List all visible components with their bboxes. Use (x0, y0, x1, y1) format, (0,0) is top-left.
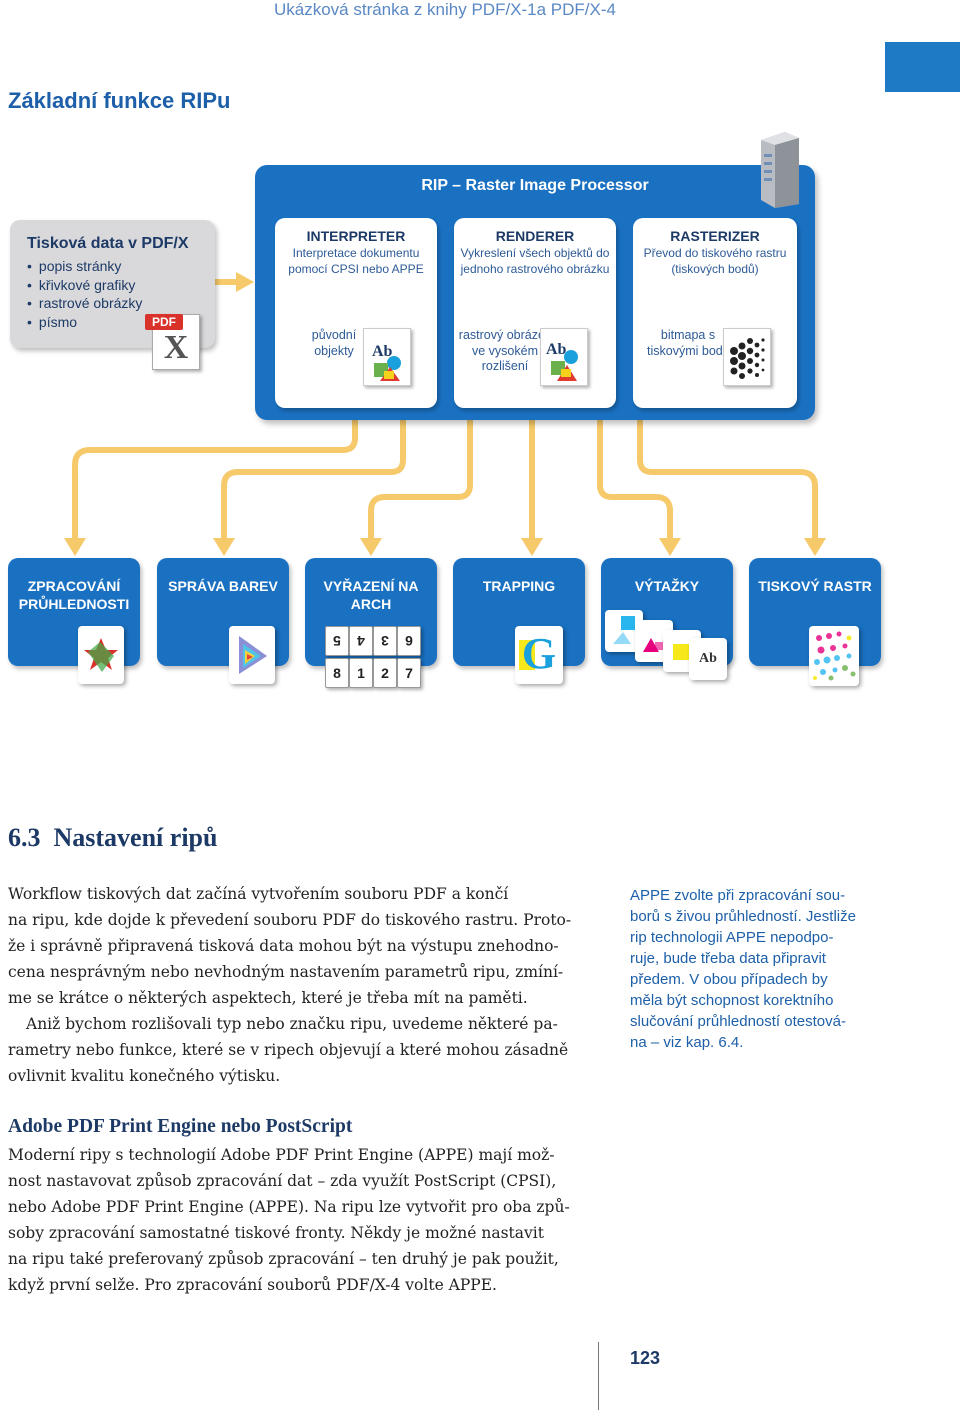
pdf-x-letter: X (163, 329, 189, 366)
tile-transparency: ZPRACOVÁNÍ PRŮHLEDNOSTI (8, 558, 140, 684)
imposition-page: 4 (349, 626, 373, 656)
text-line: ruje, bude třeba data připravit (630, 950, 826, 967)
module-title: RASTERIZER (670, 228, 760, 244)
pdf-badge: PDF (145, 314, 183, 330)
interpreter-module: INTERPRETER Interpretace dokumentu pomoc… (275, 218, 437, 408)
input-item: rastrové obrázky (27, 294, 142, 313)
section-title: Základní funkce RIPu (8, 88, 231, 113)
tile-color-management: SPRÁVA BAREV (157, 558, 289, 684)
text-line: borů s živou průhledností. Jestliže (630, 908, 856, 925)
text-line: rametry nebo funkce, které se v ripech o… (8, 1041, 569, 1059)
text-line: Workflow tiskových dat začíná vytvořením… (8, 885, 509, 903)
text-line: na ripu, kde dojde k převedení souboru P… (8, 911, 572, 929)
text-line: že i správně připravená tisková data moh… (8, 937, 559, 955)
tile-imposition: VYŘAZENÍ NA ARCH 5 4 3 6 8 1 2 7 (305, 558, 437, 688)
vector-objects-icon: Ab (363, 328, 411, 386)
connector-arrows (64, 272, 826, 556)
tile-label: VYŘAZENÍ NA ARCH (323, 578, 419, 612)
imposition-page: 7 (397, 658, 421, 688)
module-description: Interpretace dokumentu pomocí CPSI nebo … (288, 246, 424, 276)
text-line: ovlivnit kvalitu konečného výtisku. (8, 1067, 281, 1085)
imposition-page: 5 (325, 626, 349, 656)
input-title: Tisková data v PDF/X (27, 235, 189, 252)
module-title: INTERPRETER (306, 228, 406, 244)
text-line: me se krátce o některých aspektech, kter… (8, 989, 528, 1007)
screening-icon (809, 626, 859, 686)
tile-label: TISKOVÝ RASTR (758, 578, 872, 594)
text-line: Aniž bychom rozlišovali typ nebo značku … (26, 1015, 558, 1033)
module-description: Vykreslení všech objektů do jednoho rast… (460, 246, 610, 276)
subsection-heading: Adobe PDF Print Engine nebo PostScript (8, 1116, 353, 1137)
text-line: rip technologii APPE nepodpo- (630, 929, 834, 946)
tile-trapping: TRAPPING G (453, 558, 585, 684)
module-label: původní objekty (311, 328, 357, 358)
text-line: nost nastavovat způsob zpracování dat – … (8, 1172, 557, 1190)
imposition-page: 2 (373, 658, 397, 688)
renderer-module: RENDERER Vykreslení všech objektů do jed… (454, 218, 616, 408)
input-item: popis stránky (27, 257, 142, 276)
text-line: když první selže. Pro zpracování souborů… (8, 1276, 497, 1294)
tile-label: VÝTAŽKY (634, 578, 700, 594)
module-title: RENDERER (495, 228, 575, 244)
pdf-file-icon: PDF X (145, 314, 200, 370)
input-item: křivkové grafiky (27, 276, 142, 295)
transparency-icon (78, 626, 124, 684)
text-line: Moderní ripy s technologií Adobe PDF Pri… (8, 1146, 555, 1164)
text-line: nebo Adobe PDF Print Engine (APPE). Na r… (8, 1198, 570, 1216)
text-line: na – viz kap. 6.4. (630, 1034, 744, 1051)
tile-separations: VÝTAŽKY Ab (601, 558, 733, 680)
module-description: Převod do tiskového rastru (tiskových bo… (643, 246, 787, 276)
color-gamut-icon (229, 626, 275, 684)
input-item: písmo (27, 313, 142, 332)
text-line: předem. V obou případech by (630, 971, 828, 988)
side-note: APPE zvolte při zpracování sou- borů s ž… (630, 885, 905, 1053)
text-line: slučování průhledností otestová- (630, 1013, 846, 1030)
separation-black: Ab (689, 638, 727, 680)
text-line: cena nesprávným nebo nevhodným nastavení… (8, 963, 564, 981)
imposition-page: 3 (373, 626, 397, 656)
running-header: Ukázková stránka z knihy PDF/X-1a PDF/X-… (273, 0, 616, 19)
chapter-tab-marker (885, 42, 960, 92)
trapping-icon: G (515, 626, 563, 684)
tile-screening: TISKOVÝ RASTR (749, 558, 881, 686)
module-label: bitmapa s tiskovými body (647, 328, 729, 358)
chapter-heading: 6.3 Nastavení ripů (8, 823, 217, 853)
text-line: soby zpracování samostatné tiskové front… (8, 1224, 544, 1242)
text-line: na ripu také preferovaný způsob zpracová… (8, 1250, 559, 1268)
chapter-title: Nastavení ripů (53, 823, 218, 852)
main-paragraph: Workflow tiskových dat začíná vytvořením… (8, 881, 588, 1089)
tile-label: TRAPPING (482, 578, 556, 594)
text-line: měla být schopnost korektního (630, 992, 834, 1009)
chapter-number: 6.3 (8, 823, 41, 852)
page-number: 123 (630, 1348, 661, 1368)
imposition-page: 6 (397, 626, 421, 656)
imposition-page: 8 (325, 658, 349, 688)
raster-image-icon: Ab (540, 328, 588, 386)
server-icon (761, 132, 799, 208)
imposition-page: 1 (349, 658, 373, 688)
tile-label: ZPRACOVÁNÍ PRŮHLEDNOSTI (18, 578, 130, 612)
input-list: popis stránky křivkové grafiky rastrové … (27, 257, 142, 331)
rip-title: RIP – Raster Image Processor (421, 177, 649, 194)
footer-divider (598, 1342, 599, 1410)
subsection-paragraph: Moderní ripy s technologií Adobe PDF Pri… (8, 1142, 588, 1298)
module-label: rastrový obrázek ve vysokém rozlišení (458, 328, 552, 373)
tile-label: SPRÁVA BAREV (168, 578, 278, 594)
text-line: APPE zvolte při zpracování sou- (630, 887, 846, 904)
rasterizer-module: RASTERIZER Převod do tiskového rastru (t… (633, 218, 797, 408)
halftone-bitmap-icon (723, 328, 771, 386)
